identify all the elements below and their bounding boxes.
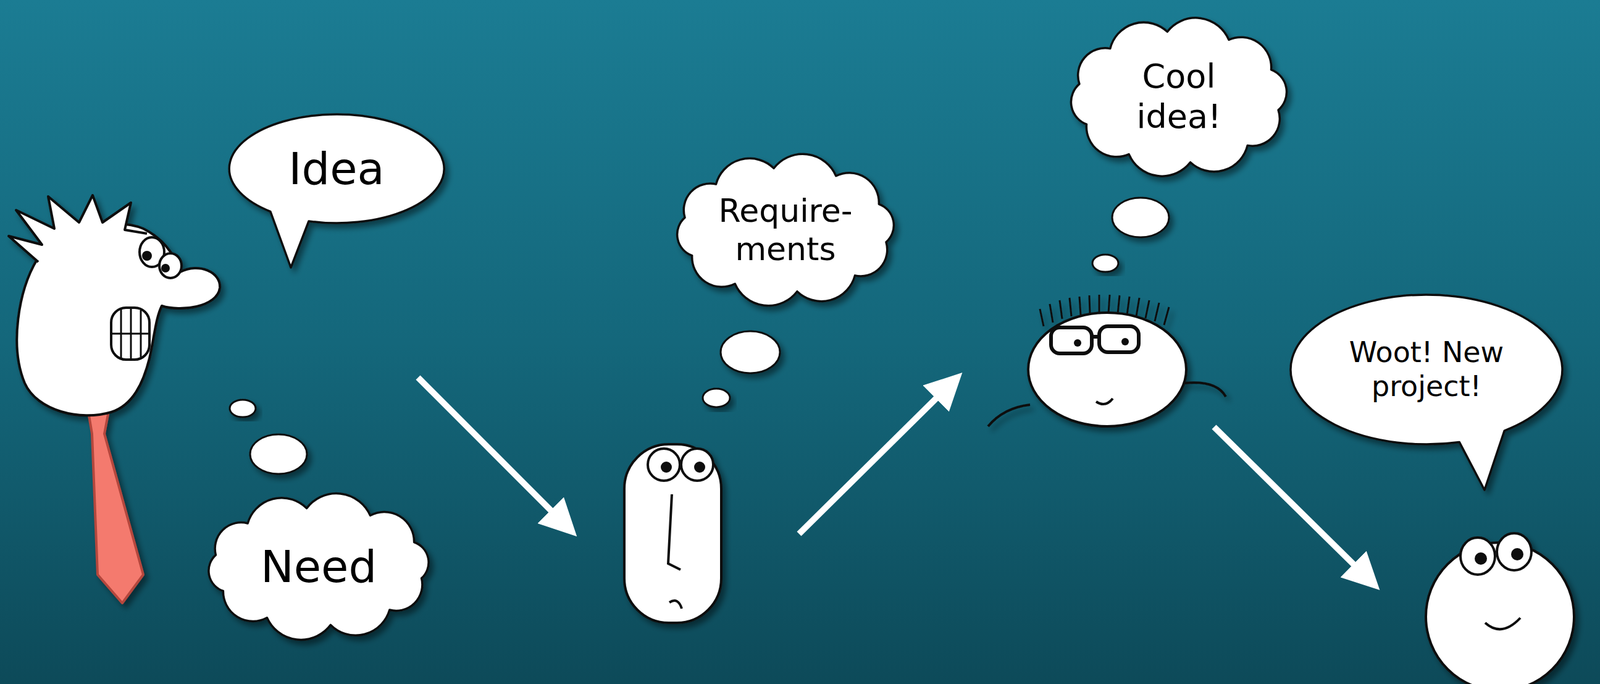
boss-mouth bbox=[111, 307, 150, 360]
thought-cloud-shape bbox=[677, 153, 895, 306]
analyst-pupil bbox=[660, 461, 672, 473]
programmer-character bbox=[988, 294, 1226, 427]
developer-eye bbox=[1460, 537, 1496, 575]
thought-cloud-outline bbox=[663, 148, 908, 312]
thought-puff bbox=[1092, 254, 1119, 272]
text-holder: Require- ments bbox=[663, 148, 908, 312]
analyst-character bbox=[624, 443, 722, 623]
analyst-eye bbox=[647, 448, 680, 481]
glasses-lens bbox=[1051, 327, 1092, 354]
bubble-text: Need bbox=[260, 539, 377, 593]
thought-cloud-shape bbox=[1070, 17, 1287, 176]
bubble-text: Idea bbox=[288, 142, 385, 196]
speech-bubble: Idea bbox=[227, 112, 446, 225]
thought-cloud-shape bbox=[208, 493, 429, 640]
flow-arrows bbox=[418, 377, 1367, 577]
thought-puff bbox=[720, 330, 780, 373]
developer-pupil bbox=[1511, 547, 1524, 561]
glasses-bridge bbox=[1091, 334, 1100, 339]
speech-bubble: Woot! New project! bbox=[1288, 292, 1565, 446]
thought-cloud: Need bbox=[195, 489, 443, 644]
thought-puff bbox=[250, 434, 307, 474]
text-holder: Cool idea! bbox=[1056, 10, 1302, 184]
necktie bbox=[87, 407, 144, 603]
boss-character bbox=[8, 195, 220, 603]
developer-character bbox=[1425, 532, 1575, 684]
text-holder: Idea bbox=[227, 112, 446, 225]
speech-bubble-shape bbox=[229, 114, 444, 268]
bubble-text: Woot! New project! bbox=[1333, 335, 1520, 404]
programmer-arm bbox=[1184, 382, 1226, 397]
developer-smile bbox=[1485, 617, 1521, 629]
programmer-hair bbox=[1039, 294, 1169, 327]
analyst-body bbox=[624, 443, 722, 623]
analyst-eye bbox=[681, 448, 714, 481]
boss-hair bbox=[8, 195, 147, 262]
thought-cloud: Require- ments bbox=[663, 148, 908, 312]
analyst-pupil bbox=[694, 461, 706, 473]
programmer-smile bbox=[1096, 398, 1113, 404]
programmer-arm bbox=[988, 404, 1031, 427]
programmer-pupil bbox=[1121, 337, 1129, 346]
developer-eye bbox=[1496, 532, 1532, 570]
boss-teeth bbox=[112, 308, 149, 360]
analyst-nose bbox=[668, 494, 681, 570]
boss-pupil bbox=[142, 250, 152, 261]
text-holder: Need bbox=[195, 489, 443, 644]
boss-pupil bbox=[161, 263, 170, 273]
flow-arrow bbox=[799, 385, 950, 534]
thought-puff bbox=[702, 388, 730, 407]
thought-puff bbox=[229, 399, 256, 417]
bubble-text: Require- ments bbox=[699, 191, 872, 269]
bubble-text: Cool idea! bbox=[1117, 56, 1241, 138]
programmer-pupil bbox=[1073, 339, 1082, 347]
programmer-head bbox=[1028, 312, 1187, 427]
speech-bubble-shape bbox=[1290, 294, 1563, 490]
thought-cloud: Cool idea! bbox=[1056, 10, 1302, 184]
boss-eye bbox=[159, 253, 182, 278]
developer-pupil bbox=[1474, 552, 1487, 565]
analyst-mouth bbox=[669, 600, 682, 609]
flow-arrow bbox=[1214, 426, 1367, 577]
flow-arrow bbox=[418, 377, 564, 524]
thought-puff bbox=[1112, 197, 1169, 238]
text-holder: Woot! New project! bbox=[1288, 292, 1565, 446]
glasses-lens bbox=[1099, 326, 1139, 352]
